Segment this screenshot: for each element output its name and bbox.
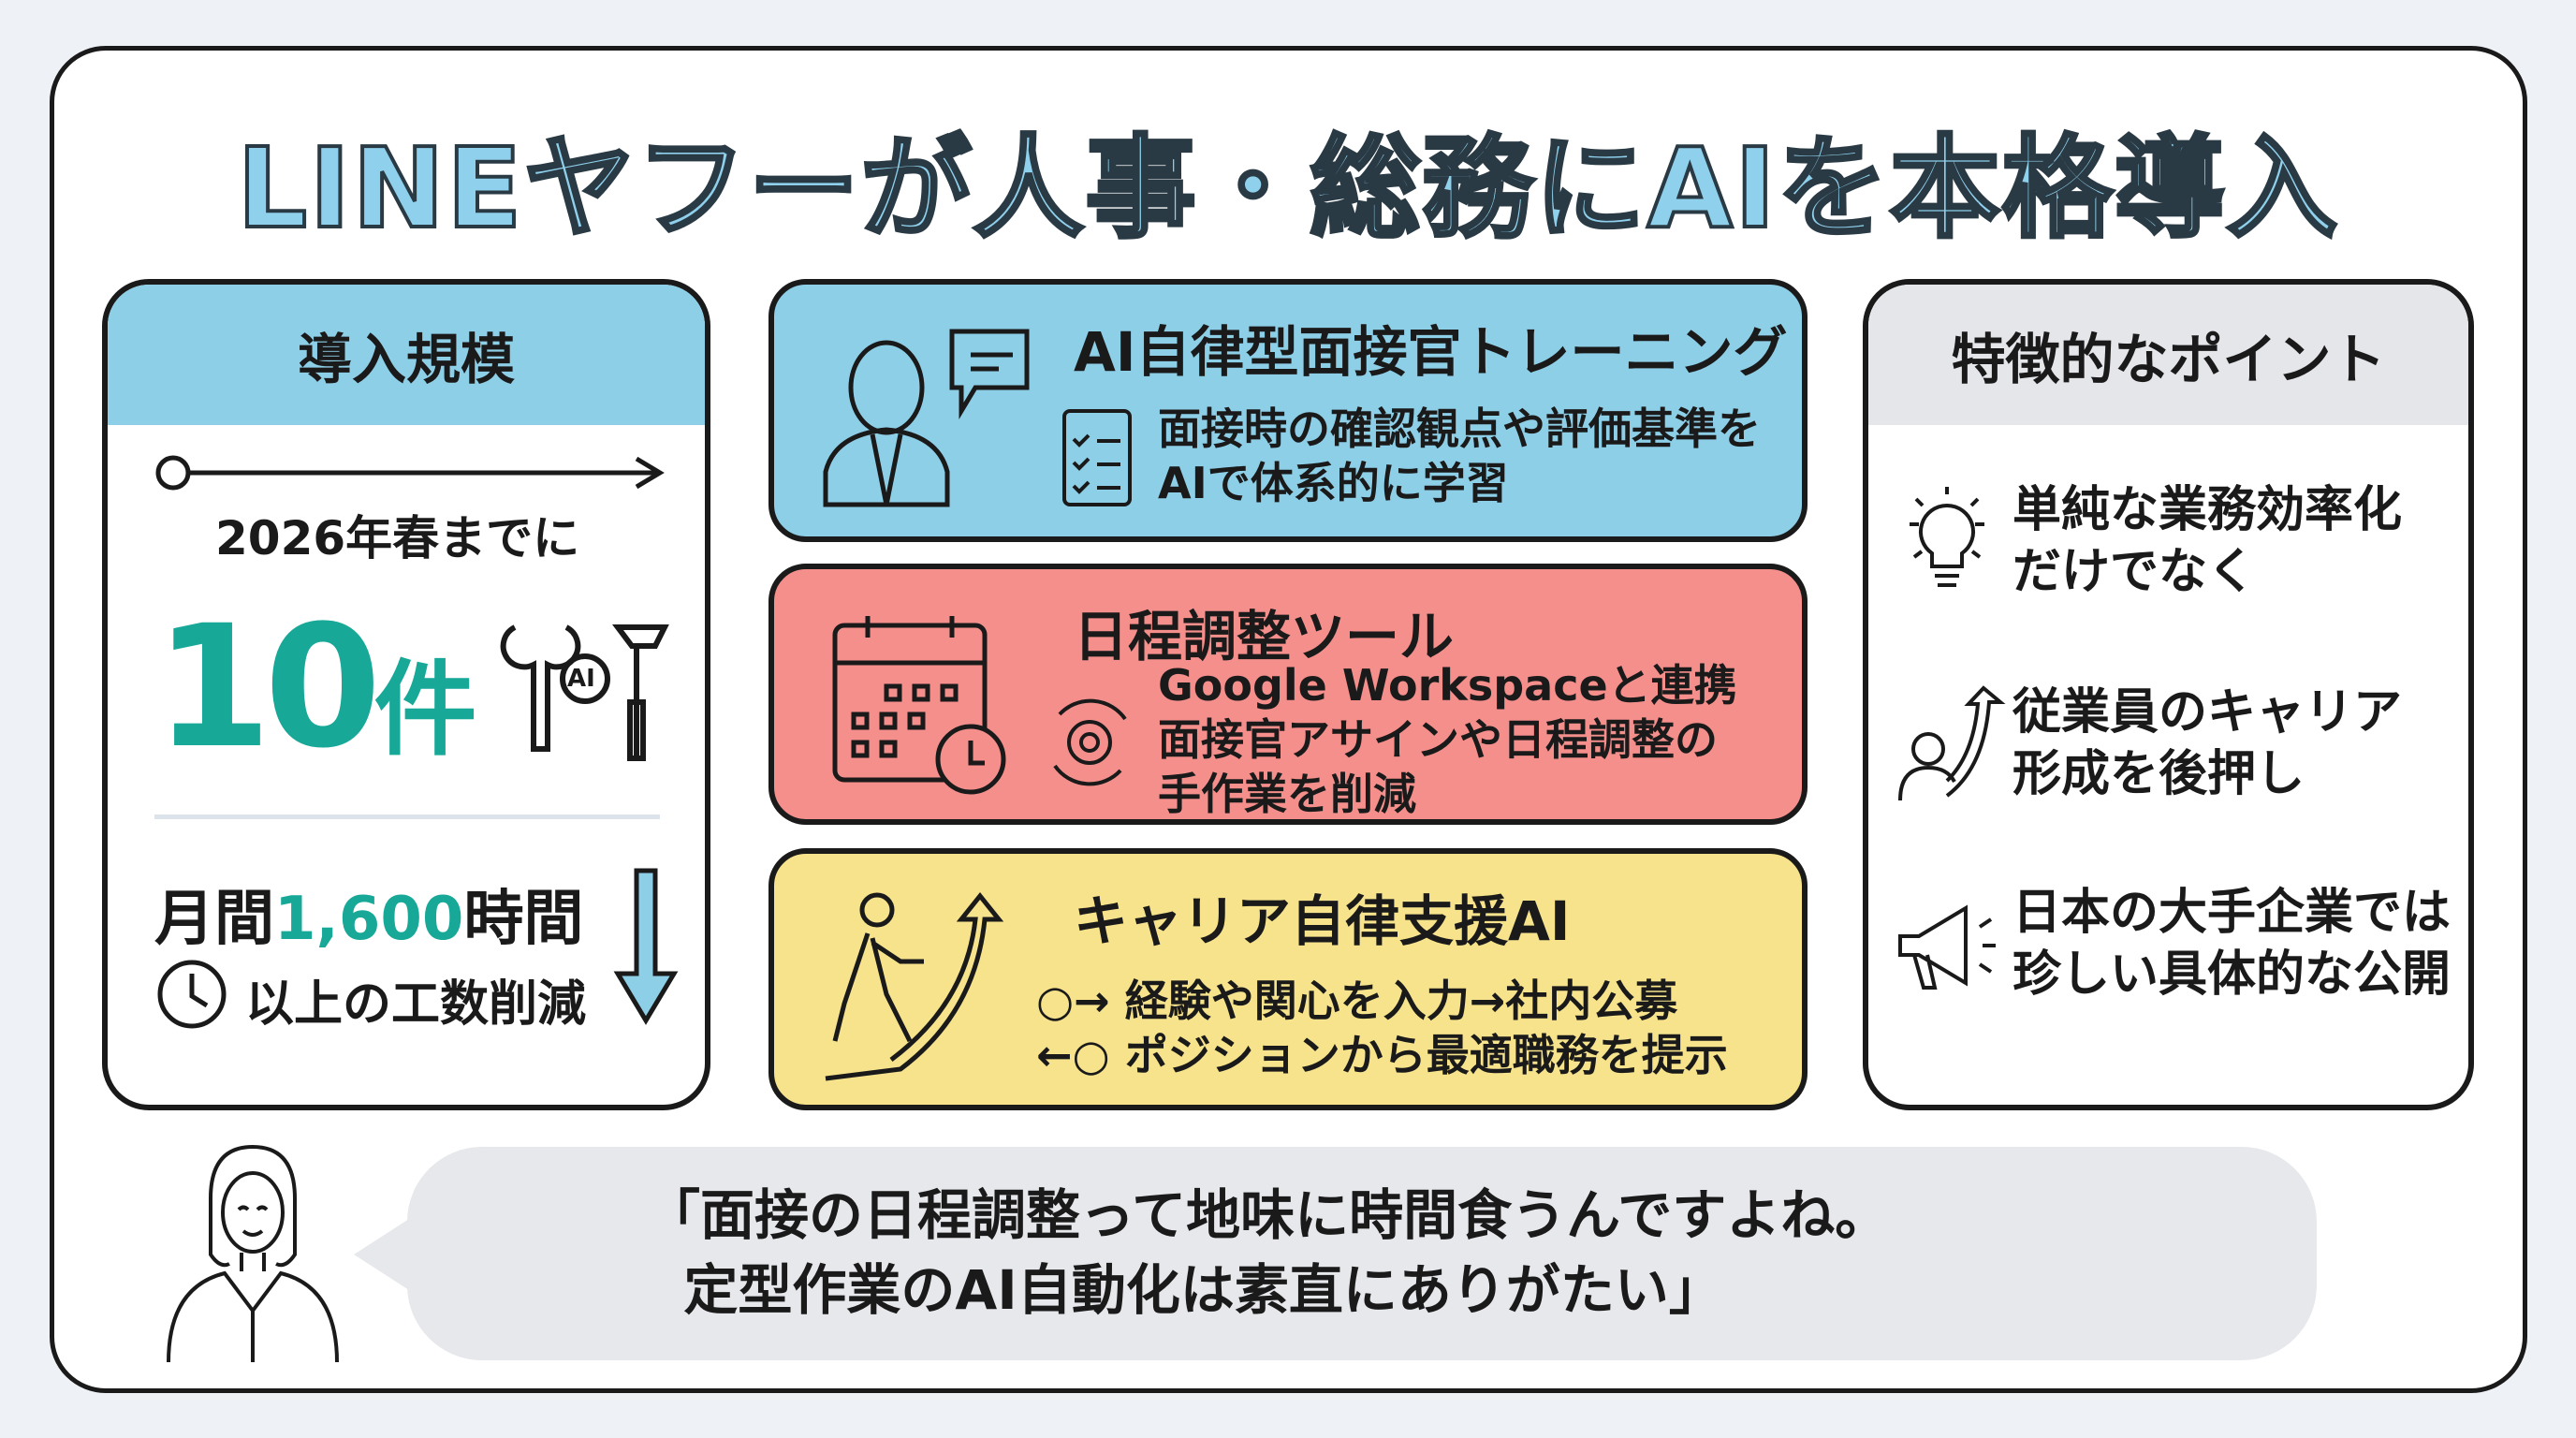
feature-line-text: 経験や関心を入力→社内公募	[1124, 976, 1678, 1026]
feature-line: Google Workspaceと連携	[1158, 660, 1737, 711]
feature-title: AI自律型面接官トレーニング	[1074, 320, 1788, 384]
quote-text: 「面接の日程調整って地味に時間食うんですよね。 定型作業のAI自動化は素直にあり…	[646, 1178, 1889, 1328]
woman-avatar-icon	[167, 1144, 339, 1363]
feature-line-text: ポジションから最適職務を提示	[1124, 1030, 1728, 1080]
point-item: 単純な業務効率化だけでなく	[2012, 479, 2402, 603]
point-item: 従業員のキャリア形成を後押し	[2012, 682, 2402, 805]
point-item: 日本の大手企業では珍しい具体的な公開	[2012, 882, 2451, 1005]
arrow-left-icon: ←○	[1036, 1030, 1125, 1080]
hours-suffix: 時間	[463, 885, 584, 954]
feature-title: 日程調整ツール	[1074, 605, 1455, 668]
hours-value: 1,600	[274, 885, 464, 954]
ai-badge: AI	[567, 665, 595, 693]
feature-line: 面接官アサインや日程調整の	[1158, 714, 1718, 765]
point-line: だけでなく	[2012, 544, 2257, 600]
count-value: 10件	[154, 590, 477, 785]
feature-card-career-ai: キャリア自律支援AI ○→ 経験や関心を入力→社内公募 ←○ ポジションから最適…	[768, 848, 1808, 1110]
clock-icon	[157, 960, 227, 1029]
megaphone-icon	[1898, 904, 1996, 990]
person-growth-icon	[1898, 685, 2006, 801]
point-line: 珍しい具体的な公開	[2012, 946, 2452, 1003]
count-unit: 件	[373, 650, 477, 770]
feature-line: 手作業を削減	[1158, 769, 1416, 819]
scale-card-header: 導入規模	[108, 285, 705, 425]
lightbulb-icon	[1910, 487, 1984, 587]
hours-text: 月間1,600時間	[154, 871, 583, 957]
feature-line: AIで体系的に学習	[1158, 458, 1509, 508]
page-title: LINEヤフーが人事・総務にAIを本格導入	[235, 122, 2339, 255]
quote-line: 「面接の日程調整って地味に時間食うんですよね。	[646, 1183, 1890, 1247]
deadline-text: 2026年春までに	[215, 511, 580, 565]
quote-bubble	[407, 1147, 2317, 1360]
checklist-icon	[1062, 409, 1132, 506]
feature-card-scheduling-tool: 日程調整ツール Google Workspaceと連携 面接官アサインや日程調整…	[768, 564, 1808, 825]
speech-bubble-tail	[354, 1217, 412, 1292]
point-line: 単純な業務効率化	[2012, 482, 2403, 538]
timeline-arrow-icon	[155, 455, 665, 491]
scale-card: 導入規模	[102, 279, 710, 1110]
hours-prefix: 月間	[154, 885, 274, 954]
divider	[154, 814, 660, 819]
feature-line: 面接時の確認観点や評価基準を	[1158, 404, 1761, 454]
point-line: 形成を後押し	[2012, 746, 2305, 802]
feature-line: ○→ 経験や関心を入力→社内公募	[1036, 974, 1728, 1028]
interviewer-icon	[823, 329, 1030, 507]
point-line: 日本の大手企業では	[2012, 885, 2452, 941]
point-line: 従業員のキャリア	[2012, 684, 2403, 741]
feature-card-interviewer-training: AI自律型面接官トレーニング 面接時の確認観点や評価基準を AIで体系的に学習	[768, 279, 1808, 542]
hours-note: 以上の工数削減	[245, 976, 587, 1033]
feature-line: ←○ ポジションから最適職務を提示	[1036, 1028, 1728, 1082]
feature-title: キャリア自律支援AI	[1074, 889, 1571, 953]
quote-line: 定型作業のAI自動化は素直にありがたい」	[646, 1258, 1723, 1322]
count-number: 10	[154, 590, 381, 785]
down-arrow-icon	[613, 868, 679, 1025]
ai-tools-icon	[500, 624, 669, 761]
arrow-right-icon: ○→	[1036, 976, 1125, 1026]
points-card-header: 特徴的なポイント	[1868, 285, 2468, 425]
calendar-icon	[832, 616, 1006, 795]
sync-gear-icon	[1053, 698, 1127, 786]
climbing-person-icon	[825, 891, 1004, 1081]
